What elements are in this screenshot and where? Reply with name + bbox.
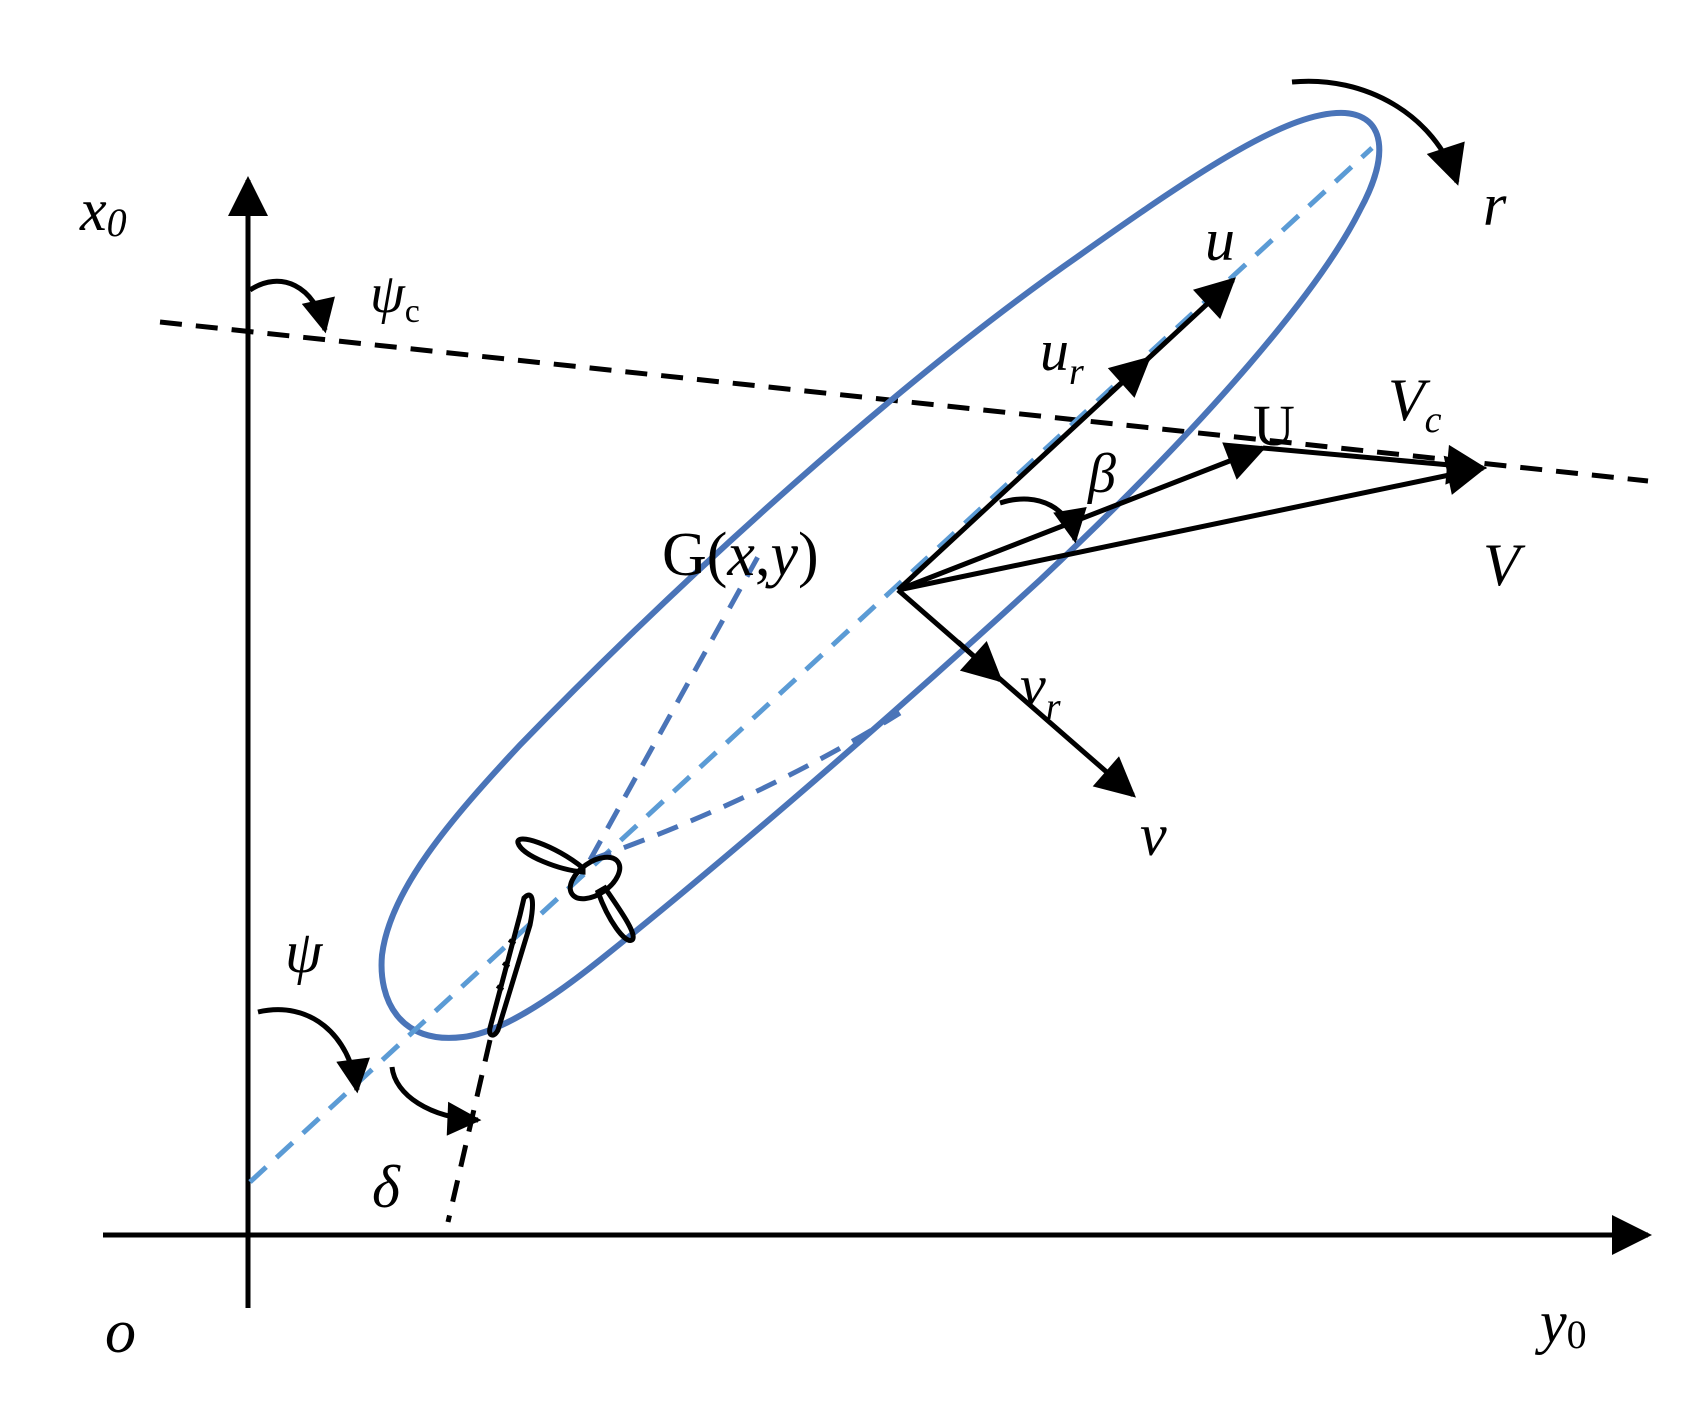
x0-axis-label: x0 [79,177,127,245]
U-vector [897,442,1267,593]
propeller-icon [515,836,636,943]
y0-axis-label: y0 [1534,1289,1587,1357]
ur-label: ur [1040,318,1084,393]
Vc-label: Vc [1388,367,1442,441]
ship-centerline [248,146,1374,1184]
r-label: r [1483,172,1507,238]
u-label: u [1205,207,1235,273]
yaw-rate-arc [1291,78,1465,186]
psi-label: ψ [285,919,324,985]
G-label: G(x,y) [662,521,819,589]
beta-angle-arc [999,496,1087,544]
vr-label: vr [1020,653,1061,728]
ship-hull-outline [378,109,1383,1041]
u-vector [896,277,1236,592]
U-label: U [1253,393,1295,458]
V-label: V [1483,532,1526,598]
psi-c-angle-arc [248,278,335,334]
origin-label: o [105,1298,136,1366]
v-label: v [1140,802,1167,868]
delta-angle-arc [389,1066,482,1136]
psi-c-label: ψc [370,263,420,330]
V-vector [897,455,1487,593]
dashed-ray-upper [587,551,763,862]
rudder-icon [487,892,535,1038]
v-vector [896,588,1137,798]
dashed-ray-lower [589,710,902,863]
psi-angle-arc [257,1007,370,1094]
beta-label: β [1087,443,1116,505]
delta-label: δ [372,1154,401,1220]
rudder-line [445,1039,493,1223]
ur-tick [1107,356,1151,398]
Vc-vector [1262,444,1487,485]
vr-tick [956,640,1003,683]
